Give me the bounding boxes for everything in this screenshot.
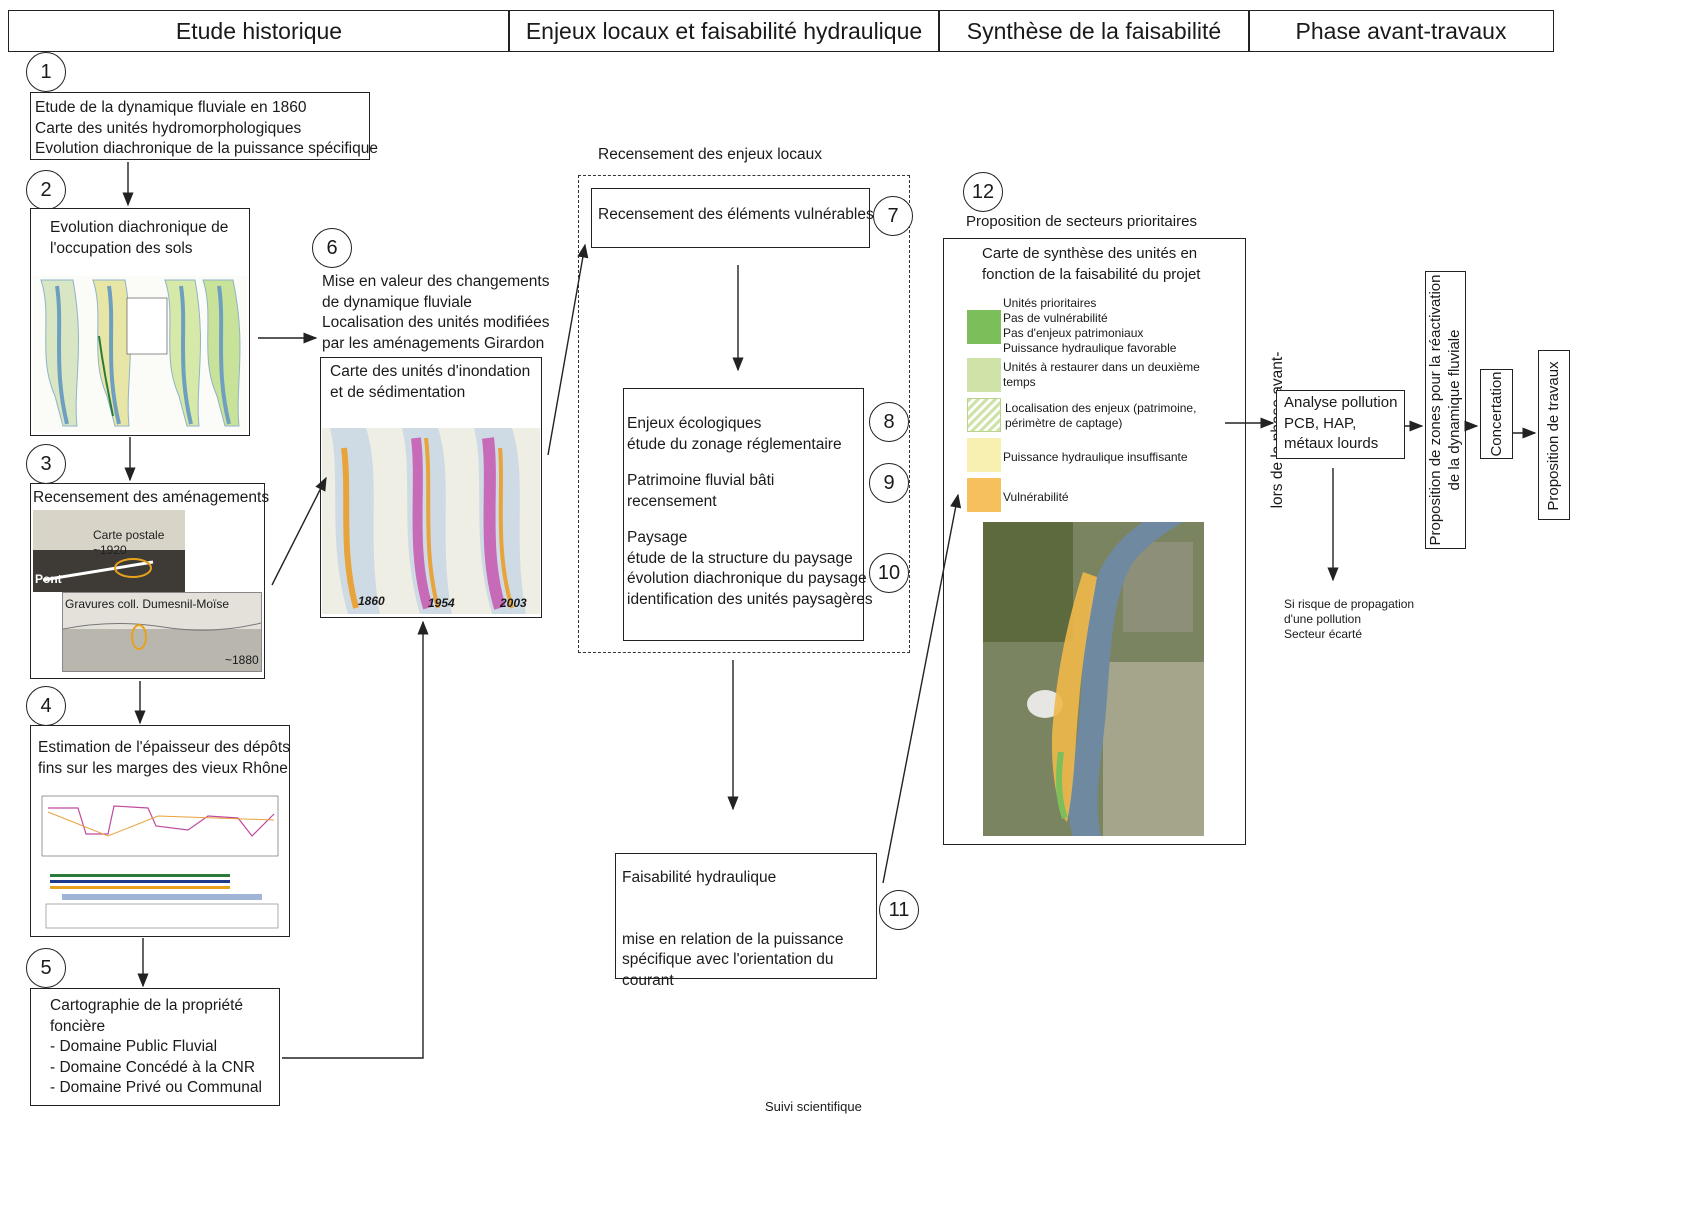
- enjeux-locaux-label: Recensement des enjeux locaux: [598, 146, 823, 163]
- step-5-box: [30, 988, 280, 1106]
- step-9-number: 9: [869, 463, 909, 503]
- step-4-text: Estimation de l'épaisseur des dépôts fin…: [38, 739, 290, 777]
- pollution-risk-text: Si risque de propagation d'une pollution…: [1284, 597, 1415, 641]
- step-5-number: 5: [26, 948, 66, 988]
- step-1-number: 1: [26, 52, 66, 92]
- step-11-text: Faisabilité hydraulique mise en relation…: [622, 869, 844, 989]
- header-synthese: Synthèse de la faisabilité: [938, 10, 1250, 52]
- step-12-number: 12: [963, 172, 1003, 212]
- synthesis-satellite-map: [983, 522, 1204, 836]
- step-11-number: 11: [879, 890, 919, 930]
- step-12-box-text: Carte de synthèse des unités en fonction…: [982, 245, 1201, 283]
- step-10-number: 10: [869, 553, 909, 593]
- proposition-travaux-box: [1538, 350, 1570, 520]
- step-2-number: 2: [26, 170, 66, 210]
- legend-swatch-vulnerability: [967, 478, 1001, 512]
- engraving-year: ~1880: [225, 653, 259, 667]
- legend-label-vulnerability: Vulnérabilité: [1003, 490, 1069, 504]
- step-6-number: 6: [312, 228, 352, 268]
- step-2-text: Evolution diachronique de l'occupation d…: [50, 219, 229, 257]
- enjeux-locaux-group: [578, 175, 910, 653]
- analyse-pollution-text: Analyse pollution PCB, HAP, métaux lourd…: [1284, 394, 1398, 452]
- step-5-text: Cartographie de la propriété foncière - …: [50, 997, 262, 1096]
- step-7-text: Recensement des éléments vulnérables: [598, 206, 874, 223]
- concertation-box: [1480, 369, 1513, 459]
- step-6-text: Mise en valeur des changements de dynami…: [322, 273, 550, 352]
- postcard-caption: Carte postale ~1920: [93, 528, 165, 557]
- legend-swatch-priority: [967, 310, 1001, 344]
- step-1-text: Etude de la dynamique fluviale en 1860 C…: [35, 99, 378, 157]
- pont-label: Pont: [35, 572, 62, 586]
- step-4-box: [30, 725, 290, 937]
- legend-label-stakes: Localisation des enjeux (patrimoine, pér…: [1005, 401, 1197, 430]
- legend-label-later: Unités à restaurer dans un deuxième temp…: [1003, 360, 1200, 389]
- land-use-maps-image: [33, 276, 247, 432]
- flood-map-year-1954: 1954: [428, 596, 455, 610]
- flood-units-maps-image: 1860 1954 2003: [322, 428, 540, 614]
- proposition-zones-box: [1425, 271, 1466, 549]
- legend-label-priority: Unités prioritaires Pas de vulnérabilité…: [1003, 296, 1177, 355]
- engraving-image: Gravures coll. Dumesnil-Moïse ~1880: [62, 592, 262, 672]
- step-6-box-text: Carte des unités d'inondation et de sédi…: [330, 363, 531, 401]
- step-7-box: [591, 188, 870, 248]
- flood-map-year-2003: 2003: [500, 596, 527, 610]
- header-etude-historique: Etude historique: [8, 10, 510, 52]
- flood-map-year-1860: 1860: [358, 594, 385, 608]
- step-3-text: Recensement des aménagements: [33, 489, 270, 506]
- step-1-box: [30, 92, 370, 160]
- analyse-pollution-box: [1276, 390, 1405, 459]
- header-phase-avant-travaux: Phase avant-travaux: [1248, 10, 1554, 52]
- suivi-scientifique-label: Suivi scientifique: [765, 1099, 862, 1114]
- step-7-number: 7: [873, 196, 913, 236]
- engraving-caption: Gravures coll. Dumesnil-Moïse: [65, 597, 230, 611]
- deposit-profile-chart-image: [38, 786, 284, 932]
- steps-8-10-box: [623, 388, 864, 641]
- legend-swatch-insufficient: [967, 438, 1001, 472]
- step-8-text: Enjeux écologiques étude du zonage régle…: [627, 415, 842, 453]
- step-12-title: Proposition de secteurs prioritaires: [966, 213, 1197, 230]
- step-10-text: Paysage étude de la structure du paysage…: [627, 529, 873, 608]
- legend-swatch-stakes: [967, 398, 1001, 432]
- step-9-text: Patrimoine fluvial bâti recensement: [627, 472, 775, 510]
- step-4-number: 4: [26, 686, 66, 726]
- legend-swatch-later: [967, 358, 1001, 392]
- step-8-number: 8: [869, 402, 909, 442]
- postcard-image: Carte postale ~1920 Pont: [33, 510, 185, 592]
- step-11-box: [615, 853, 877, 979]
- legend-label-insufficient: Puissance hydraulique insuffisante: [1003, 450, 1188, 464]
- header-enjeux-locaux: Enjeux locaux et faisabilité hydraulique: [508, 10, 940, 52]
